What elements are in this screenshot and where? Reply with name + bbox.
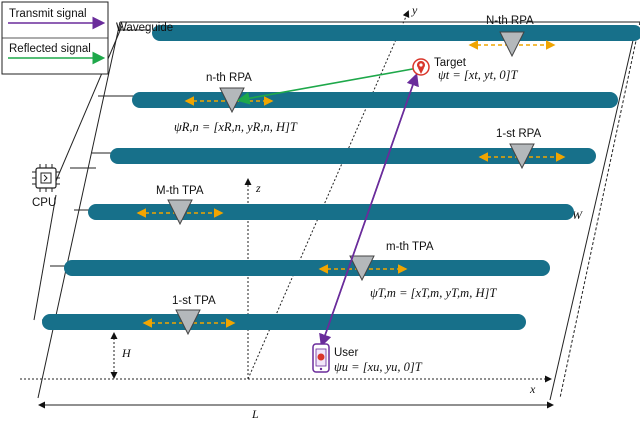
- label-tpa-M: M-th TPA: [156, 185, 204, 197]
- user-label: User: [334, 347, 358, 359]
- waveguide-5: [64, 260, 550, 276]
- antennas: [167, 31, 535, 336]
- waveguide-label: Waveguide: [116, 22, 173, 34]
- antenna-tpa-M: [167, 199, 193, 226]
- legend-reflected-label: Reflected signal: [9, 43, 91, 55]
- antenna-rpa-N: [499, 31, 525, 58]
- waveguide-6: [42, 314, 526, 330]
- formula-psi-user: ψu = [xu, yu, 0]T: [334, 360, 423, 374]
- target-label: Target: [434, 57, 467, 69]
- target-pin-icon: [412, 58, 430, 76]
- legend: Transmit signal Reflected signal: [1, 1, 109, 75]
- z-axis-label: z: [255, 181, 261, 195]
- waveguide-1: [152, 25, 640, 41]
- y-axis: [247, 10, 410, 380]
- label-rpa-n: n-th RPA: [206, 72, 252, 84]
- waveguide-3: [110, 148, 596, 164]
- label-rpa-1: 1-st RPA: [496, 128, 541, 140]
- x-axis-label: x: [529, 382, 536, 396]
- formula-psi-rpa: ψR,n = [xR,n, yR,n, H]T: [174, 120, 298, 134]
- formula-psi-tpa: ψT,m = [xT,m, yT,m, H]T: [370, 286, 497, 300]
- W-label: W: [572, 208, 583, 222]
- cpu-icon: [32, 164, 60, 192]
- plane-outline: [37, 21, 640, 401]
- antenna-tpa-m: [349, 255, 375, 282]
- antenna-tpa-1: [175, 309, 201, 336]
- reflected-signal-line: [236, 67, 419, 105]
- transmit-signal-line-start: [319, 75, 417, 348]
- label-tpa-m: m-th TPA: [386, 241, 434, 253]
- sliding-indicators: [136, 40, 566, 328]
- y-axis-label: y: [411, 3, 418, 17]
- cpu-label: CPU: [32, 197, 56, 209]
- waveguide-4: [88, 204, 574, 220]
- label-rpa-N: N-th RPA: [486, 15, 534, 27]
- waveguides: [42, 25, 640, 330]
- antenna-rpa-1: [509, 143, 535, 170]
- waveguide-2: [132, 92, 618, 108]
- formula-psi-target: ψt = [xt, yt, 0]T: [438, 68, 518, 82]
- L-label: L: [251, 407, 259, 421]
- label-tpa-1: 1-st TPA: [172, 295, 216, 307]
- H-label: H: [121, 346, 132, 360]
- legend-transmit-label: Transmit signal: [9, 8, 87, 20]
- user-phone-icon: [312, 343, 330, 373]
